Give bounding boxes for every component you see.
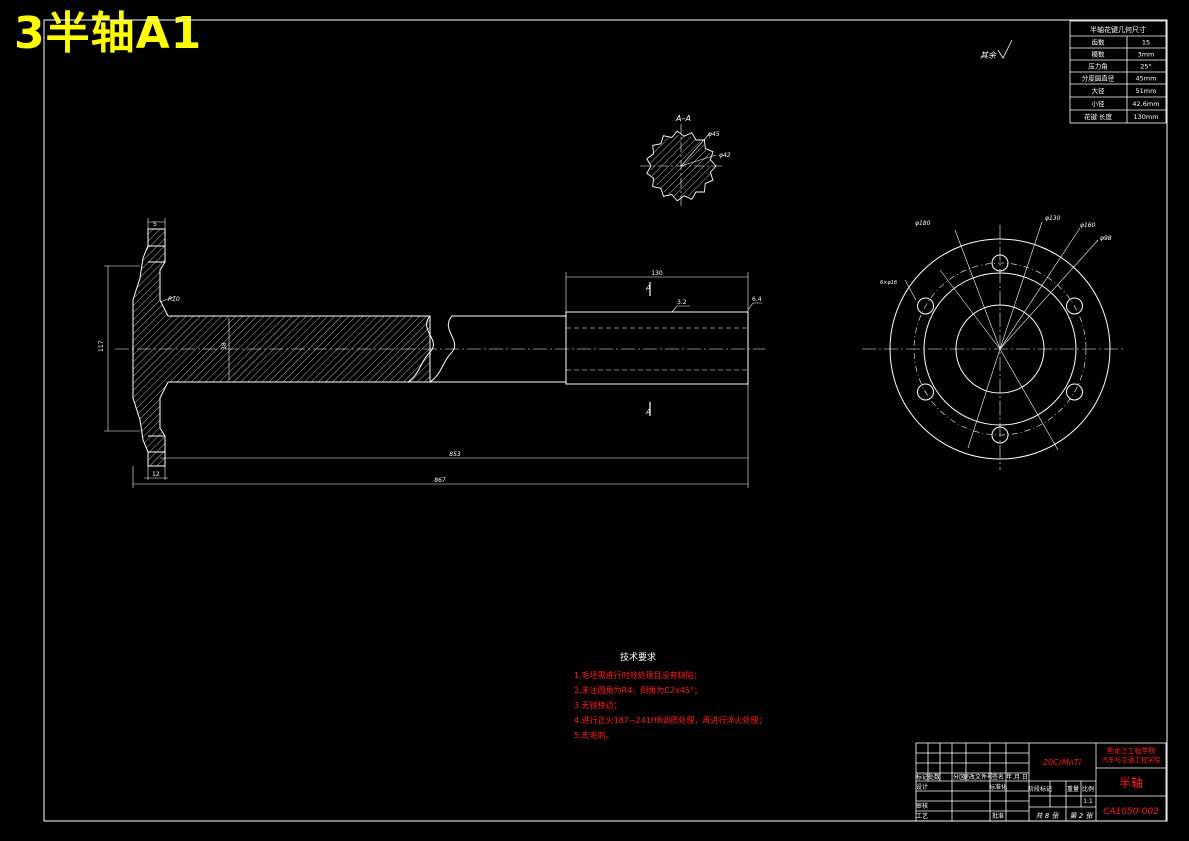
material-text: 20CrMnTi: [1043, 758, 1082, 767]
spline-teeth-outline: [646, 130, 717, 202]
sheet-no: 第 2 张: [1070, 812, 1094, 820]
notes-heading: 技术要求: [620, 651, 656, 663]
param-label: 大径: [1092, 86, 1106, 95]
roughness-note: 其余: [980, 51, 997, 60]
params-table-title: 半轴花键几何尺寸: [1090, 25, 1146, 34]
param-value: 15: [1142, 39, 1150, 47]
spline-section: A–A φ45 φ42: [640, 114, 731, 208]
note-item: 1.毛坯需进行时效处理且没有缺陷；: [574, 670, 702, 680]
dim-flange-dia: 117: [98, 340, 105, 352]
title-block-label: 标准化: [989, 783, 1007, 791]
param-label: 花键 长度: [1084, 112, 1113, 121]
param-value: 25°: [1140, 63, 1152, 71]
title-block-label: 设计: [916, 783, 928, 791]
title-block-label: 阶段标记: [1028, 785, 1052, 793]
flange-dim-1: φ180: [915, 220, 931, 227]
param-value: 42.6mm: [1132, 100, 1159, 108]
school-line1: 黑龙江工程学院: [1107, 746, 1156, 755]
roughness-symbol: [997, 39, 1013, 59]
param-label: 模数: [1092, 50, 1106, 59]
title-block-label: 工艺: [916, 812, 928, 820]
title-block-label: 更改文件号: [963, 773, 993, 781]
bolt-hole: [1066, 383, 1083, 401]
title-block-label: 签名: [992, 773, 1004, 781]
title-block-label: 重量: [1067, 785, 1079, 793]
bolt-hole: [917, 297, 934, 315]
param-value: 3mm: [1138, 51, 1155, 59]
scale-value: 1:1: [1083, 798, 1093, 805]
title-block-label: 比例: [1082, 785, 1094, 793]
flange-holes-dim: 6×φ16: [880, 280, 897, 286]
title-block-label: 批准: [992, 812, 1004, 820]
param-label: 齿数: [1092, 38, 1106, 47]
section-label: A–A: [675, 114, 691, 123]
section-dim1: φ45: [708, 131, 720, 138]
rough-value-2: 6.4: [752, 296, 762, 303]
title-block-label: 标记: [916, 773, 928, 781]
section-mark-bottom: A: [645, 408, 651, 416]
flange-dim-3: φ160: [1080, 222, 1096, 229]
params-table: [1069, 20, 1167, 124]
dim-len-total: 867: [434, 477, 446, 484]
page-title: 3半轴A1: [14, 8, 203, 59]
rough-value-1: 3.2: [677, 299, 687, 306]
param-value: 130mm: [1133, 113, 1158, 121]
dim-flange-w: 12: [152, 471, 160, 478]
section-dim2: φ42: [719, 152, 731, 159]
bolt-hole: [1066, 297, 1083, 315]
dim-spline-len: 130: [651, 270, 663, 277]
bolt-hole: [917, 383, 934, 401]
drawing-no: CA1050-002: [1103, 807, 1159, 817]
drawing-frame: [43, 19, 1168, 822]
dim-shaft-dia: 38: [221, 342, 228, 350]
shaft-view: [104, 218, 765, 488]
note-item: 4.进行正火187~241HB调质处理，再进行淬火处理；: [574, 715, 766, 725]
dim-fillet: R10: [168, 296, 180, 303]
flange-dim-2: φ130: [1045, 215, 1061, 222]
note-item: 3.无锐棱边；: [574, 700, 622, 710]
note-item: 2.未注圆角为R4，倒角为C2x45°；: [574, 685, 702, 695]
param-value: 45mm: [1136, 75, 1157, 83]
dim-len-inner: 853: [449, 451, 461, 458]
param-label: 小径: [1092, 99, 1106, 108]
title-block-label: 年.月.日: [1006, 773, 1028, 781]
title-block: [915, 742, 1167, 822]
note-item: 5.去毛刺。: [574, 730, 614, 740]
param-label: 压力角: [1088, 62, 1108, 71]
sheets-total: 共 8 张: [1036, 812, 1060, 820]
dim-top: 5: [153, 221, 157, 228]
flange-dim-4: φ98: [1100, 235, 1112, 242]
part-name: 半轴: [1119, 775, 1143, 790]
title-block-label: 处数: [928, 773, 940, 781]
title-block-label: 审核: [916, 802, 928, 810]
school-line2: 汽车与交通工程学院: [1102, 755, 1161, 764]
tech-notes: 技术要求 1.毛坯需进行时效处理且没有缺陷； 2.未注圆角为R4，倒角为C2x45…: [574, 651, 766, 740]
flange-end-view: [862, 221, 1125, 470]
param-label: 分度圆直径: [1082, 74, 1115, 83]
param-value: 51mm: [1136, 87, 1157, 95]
title-block-label: 分区: [953, 773, 965, 781]
section-mark-top: A: [645, 284, 651, 292]
